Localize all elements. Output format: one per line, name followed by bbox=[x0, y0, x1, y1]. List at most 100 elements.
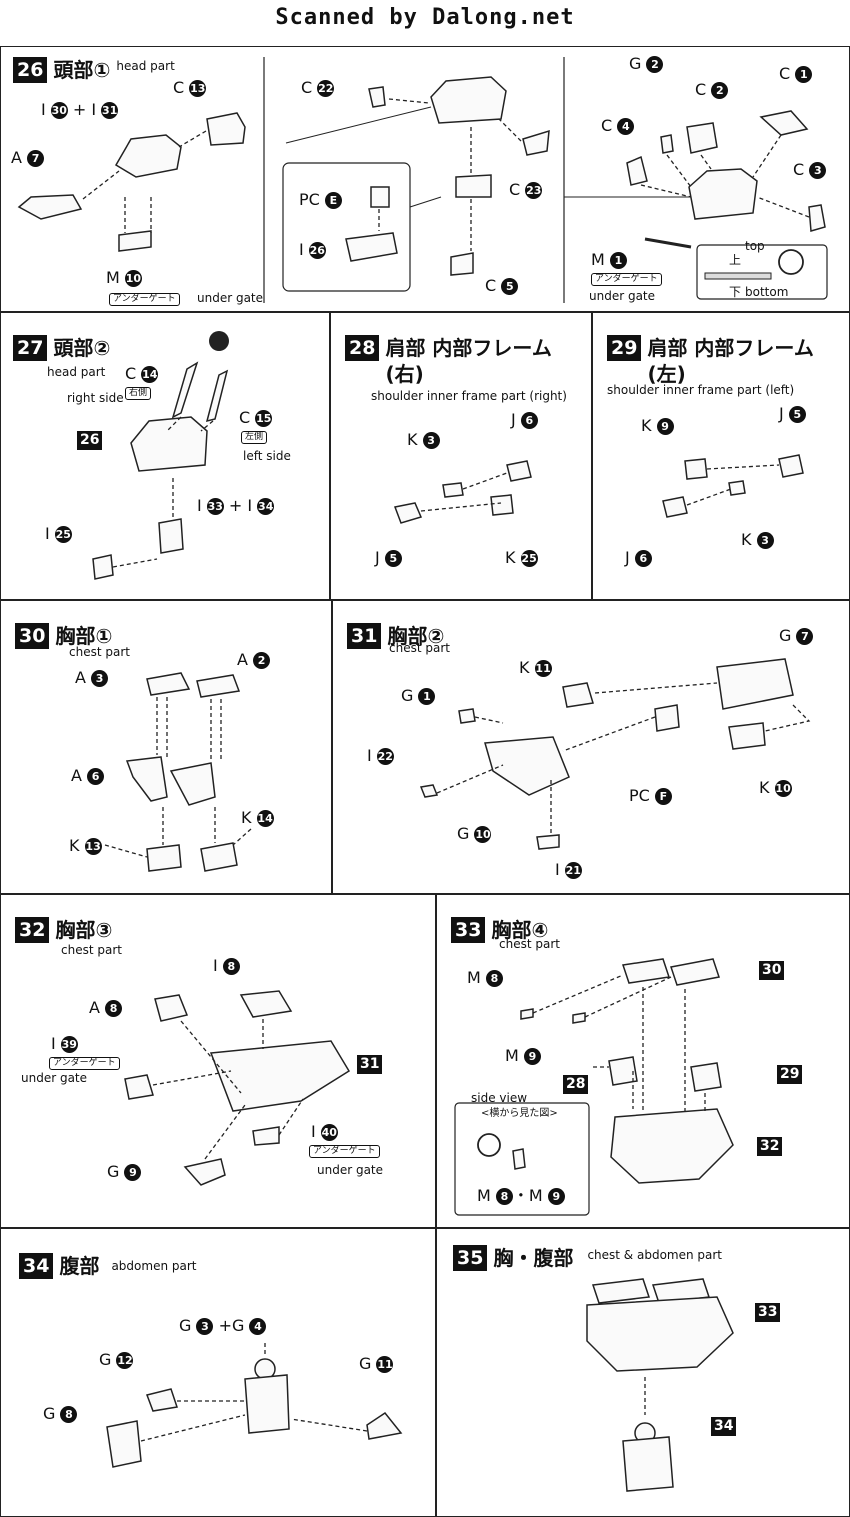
step-31-diagram bbox=[419, 658, 811, 850]
part-label: A 6 bbox=[71, 767, 105, 785]
part-label: I 25 bbox=[45, 524, 72, 543]
part-label: I 22 bbox=[367, 746, 394, 765]
part-label: C 13 bbox=[173, 78, 207, 97]
step-27-diagram bbox=[92, 331, 229, 580]
step-title-jp: 胸部② bbox=[387, 624, 445, 648]
part-label: K 3 bbox=[741, 531, 774, 549]
part-label: K 10 bbox=[759, 778, 792, 797]
ref-badge: 33 bbox=[755, 1303, 781, 1322]
part-label: A 7 bbox=[11, 149, 45, 167]
scan-header: Scanned by Dalong.net bbox=[0, 0, 850, 40]
part-label: C 22 bbox=[301, 78, 335, 97]
step-number: 32 bbox=[15, 917, 50, 943]
under-gate-tag: アンダーゲート bbox=[591, 273, 662, 286]
step-33-heading: 33 胸部④ bbox=[451, 917, 548, 943]
part-label: A 3 bbox=[75, 669, 109, 687]
step-number: 35 bbox=[453, 1245, 488, 1271]
under-gate-label: under gate bbox=[197, 291, 264, 305]
ref-badge: 34 bbox=[711, 1417, 737, 1436]
step-32-diagram bbox=[124, 990, 351, 1186]
step-number: 27 bbox=[13, 335, 48, 361]
step-32-panel: 32 胸部③ chest part I 8 A 8 I 39 アンダーゲート u… bbox=[0, 894, 436, 1228]
part-label: J 6 bbox=[625, 549, 652, 567]
part-label: C 4 bbox=[601, 117, 635, 135]
step-33-diagram bbox=[454, 958, 734, 1216]
under-gate-label: under gate bbox=[589, 289, 656, 303]
step-title-jp: 胸部① bbox=[55, 624, 113, 648]
part-label: C 2 bbox=[695, 81, 729, 99]
part-label: C 15 bbox=[239, 408, 273, 427]
step-title-en: chest part bbox=[389, 641, 450, 655]
step-26-diagram bbox=[17, 57, 828, 303]
ref-badge: 28 bbox=[563, 1075, 589, 1094]
part-label: PC E bbox=[299, 191, 342, 209]
part-label: I 26 bbox=[299, 240, 326, 259]
part-label: G 7 bbox=[779, 627, 814, 645]
step-title-jp: 頭部② bbox=[53, 336, 111, 360]
scan-credit: Scanned by Dalong.net bbox=[275, 5, 575, 30]
step-title-en: head part bbox=[116, 59, 175, 73]
ref-badge: 30 bbox=[759, 961, 785, 980]
part-label: G 1 bbox=[401, 687, 436, 705]
under-gate-label: under gate bbox=[21, 1071, 88, 1085]
step-title-jp: 胸部③ bbox=[55, 918, 113, 942]
part-label: K 11 bbox=[519, 658, 552, 677]
left-side-tag: 左側 bbox=[241, 431, 268, 444]
orientation-top-jp: 上 bbox=[729, 253, 742, 267]
part-label: C 23 bbox=[509, 180, 543, 199]
step-title-en: shoulder inner frame part (left) bbox=[607, 383, 795, 397]
right-side-tag: 右側 bbox=[125, 387, 152, 400]
step-title-en: chest part bbox=[61, 943, 122, 957]
part-label: K 9 bbox=[641, 417, 674, 435]
step-title-jp: 腹部 bbox=[59, 1254, 100, 1278]
right-side-label: right side bbox=[67, 391, 124, 405]
part-label: I 8 bbox=[213, 957, 240, 975]
step-26-heading: 26 頭部① head part bbox=[13, 57, 175, 83]
part-label: C 1 bbox=[779, 65, 813, 83]
left-side-label: left side bbox=[243, 449, 291, 463]
orientation-bottom-jp: 下 bbox=[729, 285, 742, 299]
step-title-jp: 胸・腹部 bbox=[493, 1246, 574, 1270]
step-title-en: chest part bbox=[499, 937, 560, 951]
step-28-diagram bbox=[393, 460, 532, 524]
under-gate-tag: アンダーゲート bbox=[309, 1145, 380, 1158]
part-label: K 13 bbox=[69, 836, 102, 855]
step-35-diagram bbox=[586, 1278, 734, 1492]
side-view-jp: <横から見た図> bbox=[481, 1108, 558, 1119]
step-32-heading: 32 胸部③ bbox=[15, 917, 112, 943]
part-label: M 10 bbox=[106, 268, 142, 287]
step-title-jp: 肩部 内部フレーム(右) bbox=[385, 336, 552, 386]
part-label: C 5 bbox=[485, 277, 519, 295]
step-35-panel: 35 胸・腹部 chest & abdomen part 33 34 bbox=[436, 1228, 850, 1517]
step-31-panel: 31 胸部② chest part G 7 K 11 G 1 I 22 PC F… bbox=[332, 600, 850, 894]
ref-badge: 31 bbox=[357, 1055, 383, 1074]
step-34-diagram bbox=[106, 1343, 403, 1468]
under-gate-tag: アンダーゲート bbox=[109, 293, 180, 306]
step-30-heading: 30 胸部① bbox=[15, 623, 112, 649]
part-label: K 3 bbox=[407, 431, 440, 449]
step-number: 33 bbox=[451, 917, 486, 943]
part-label: PC F bbox=[629, 787, 672, 805]
part-label: A 8 bbox=[89, 999, 123, 1017]
step-35-heading: 35 胸・腹部 chest & abdomen part bbox=[453, 1245, 722, 1271]
part-label: I 40 bbox=[311, 1122, 338, 1141]
step-34-panel: 34 腹部 abdomen part G 3 +G 4 G 12 G 11 G … bbox=[0, 1228, 436, 1517]
ref-badge: 29 bbox=[777, 1065, 803, 1084]
ref-badge: 26 bbox=[77, 431, 103, 450]
orientation-bottom: bottom bbox=[745, 285, 789, 299]
part-label: J 5 bbox=[779, 405, 806, 423]
step-30-diagram bbox=[104, 672, 252, 872]
step-title-jp: 頭部① bbox=[53, 58, 111, 82]
part-label: C 3 bbox=[793, 161, 827, 179]
part-label: G 10 bbox=[457, 824, 492, 843]
part-label: J 5 bbox=[375, 549, 402, 567]
step-33-panel: 33 胸部④ chest part 30 M 8 M 9 28 29 32 si… bbox=[436, 894, 850, 1228]
step-title-jp: 肩部 内部フレーム(左) bbox=[647, 336, 814, 386]
step-number: 26 bbox=[13, 57, 48, 83]
part-label: K 14 bbox=[241, 808, 274, 827]
step-number: 34 bbox=[19, 1253, 54, 1279]
step-title-jp: 胸部④ bbox=[491, 918, 549, 942]
part-label: M 1 bbox=[591, 251, 627, 269]
part-label: M 8 bbox=[467, 969, 503, 987]
step-number: 28 bbox=[345, 335, 380, 361]
